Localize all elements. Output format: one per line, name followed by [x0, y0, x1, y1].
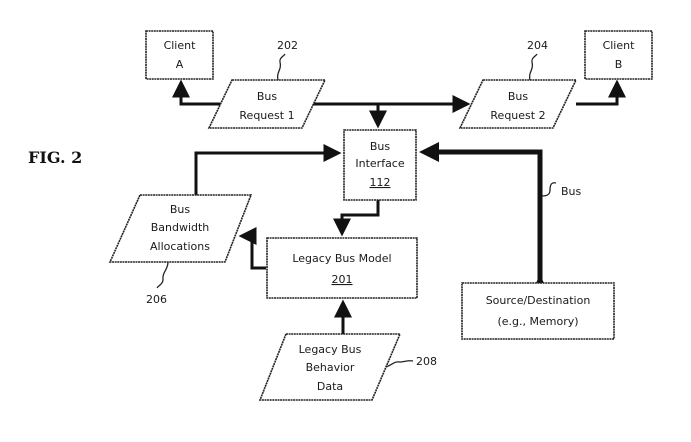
- client-a-line-2: A: [176, 58, 184, 71]
- bus-request-2-line-1: Bus: [508, 90, 529, 103]
- arrow-allocations-to-bus-interface: [194, 144, 342, 195]
- node-source-destination: Source/Destination (e.g., Memory): [461, 282, 615, 340]
- behavior-data-line-3: Data: [317, 380, 343, 393]
- bus-connector: [419, 142, 550, 295]
- behavior-data-line-1: Legacy Bus: [299, 343, 362, 356]
- bus-request-1-line-1: Bus: [257, 90, 278, 103]
- bus-label: Bus: [561, 185, 582, 198]
- bus-request-2-line-2: Request 2: [490, 109, 545, 122]
- legacy-bus-model-ref: 201: [332, 273, 353, 286]
- arrow-request1-to-client-a: [172, 79, 222, 106]
- node-bus-bandwidth-allocations: Bus Bandwidth Allocations 206: [108, 194, 253, 306]
- source-destination-line-2: (e.g., Memory): [497, 315, 578, 328]
- arrow-model-to-allocations: [238, 227, 266, 270]
- node-legacy-bus-model: Legacy Bus Model 201: [266, 237, 418, 299]
- node-client-b: Client B: [584, 30, 653, 80]
- allocations-line-3: Allocations: [150, 240, 210, 253]
- ref-208: 208: [416, 355, 437, 368]
- source-destination-line-1: Source/Destination: [486, 294, 591, 307]
- leader-202: [276, 53, 286, 81]
- bus-interface-line-1: Bus: [370, 140, 391, 153]
- behavior-data-line-2: Behavior: [306, 361, 355, 374]
- bus-interface-line-2: Interface: [355, 157, 404, 170]
- arrow-request2-to-client-b: [576, 79, 626, 106]
- node-legacy-bus-behavior-data: Legacy Bus Behavior Data 208: [258, 333, 437, 401]
- arrow-bus-interface-to-model: [333, 200, 380, 237]
- node-bus-interface: Bus Interface 112: [343, 129, 417, 201]
- leader-204: [528, 53, 538, 81]
- leader-208: [385, 360, 414, 368]
- legacy-bus-model-line-1: Legacy Bus Model: [292, 252, 391, 265]
- allocations-line-1: Bus: [170, 203, 191, 216]
- allocations-line-2: Bandwidth: [151, 221, 210, 234]
- node-bus-request-1: Bus Request 1 202: [207, 39, 327, 129]
- ref-206: 206: [146, 293, 167, 306]
- node-client-a: Client A: [145, 30, 214, 80]
- client-b-line-1: Client: [603, 39, 636, 52]
- client-a-line-1: Client: [164, 39, 197, 52]
- bus-request-1-line-2: Request 1: [239, 109, 294, 122]
- leader-bus: [541, 182, 557, 197]
- ref-202: 202: [277, 39, 298, 52]
- client-b-line-2: B: [615, 58, 623, 71]
- ref-204: 204: [527, 39, 548, 52]
- bus-interface-ref: 112: [370, 176, 391, 189]
- leader-206: [156, 261, 169, 289]
- figure-label: FIG. 2: [28, 148, 82, 167]
- node-bus-request-2: Bus Request 2 204: [458, 39, 578, 129]
